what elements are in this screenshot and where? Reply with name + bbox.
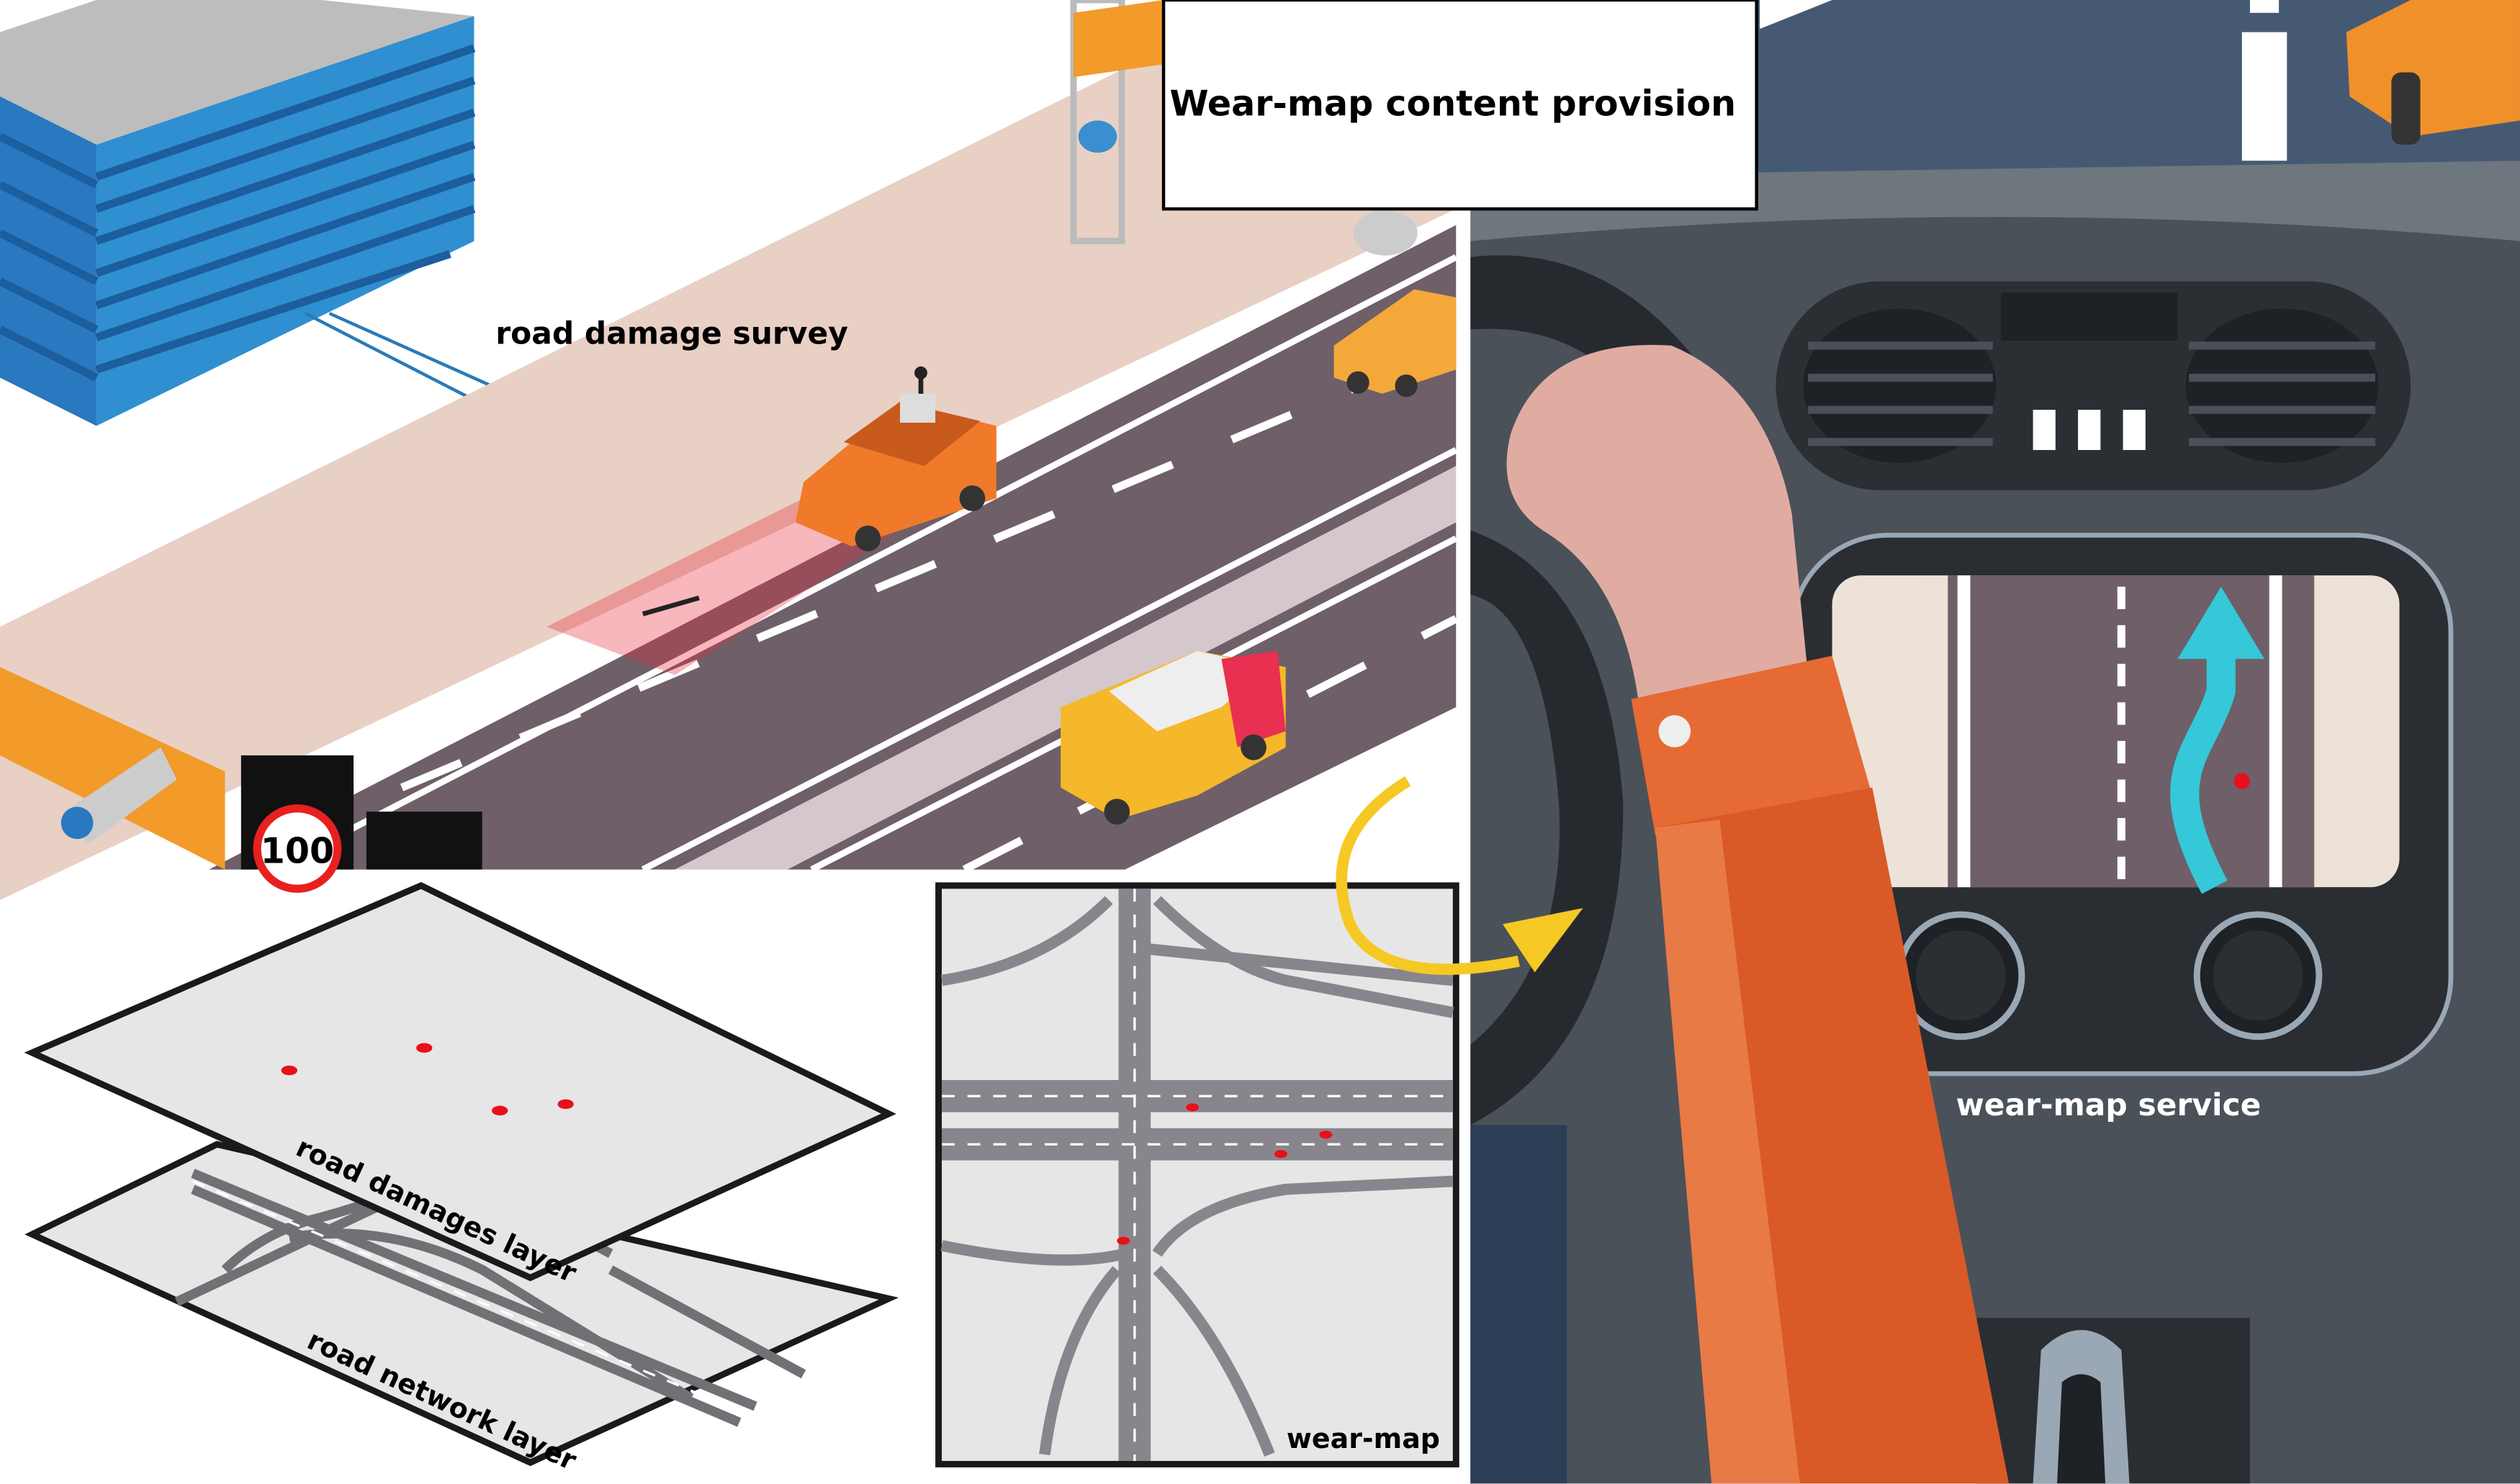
cctv-camera — [60, 747, 177, 844]
nav-arrow-icon — [2177, 586, 2265, 660]
road-damage-survey-label: road damage survey — [495, 316, 848, 351]
survey-car — [795, 366, 996, 552]
car-ahead — [2346, 0, 2520, 145]
flow-arrow-icon — [1336, 776, 1583, 975]
speed-sign: 100 — [240, 755, 482, 893]
steering-wheel — [1470, 255, 1704, 1125]
map-layers: road network layer road damages layer — [24, 881, 899, 1477]
driver-arm — [1506, 345, 2010, 1484]
air-vents — [1776, 281, 2411, 490]
wear-map-label: wear-map — [1287, 1423, 1440, 1454]
damage-marker — [2233, 773, 2250, 789]
building — [0, 0, 476, 426]
yellow-car — [1333, 289, 1457, 397]
title-box: Wear-map content provision — [1161, 0, 1758, 211]
car-interior: wear-map service — [1470, 0, 2520, 1484]
wear-map-service-label: wear-map service — [1956, 1087, 2262, 1123]
nav-route — [2170, 651, 2236, 894]
cuff-button — [1658, 715, 1691, 747]
scan-beam — [546, 482, 900, 675]
gantry — [1070, 0, 1418, 256]
page-title: Wear-map content provision — [1169, 83, 1736, 125]
navigation-screen — [1832, 575, 2400, 894]
control-knobs — [1896, 911, 2323, 1040]
truck — [1061, 651, 1286, 825]
road-crack — [642, 595, 700, 616]
wear-map: wear-map — [935, 882, 1459, 1467]
gear-shifter — [1976, 1318, 2250, 1484]
speed-sign-text: 100 — [261, 830, 334, 872]
